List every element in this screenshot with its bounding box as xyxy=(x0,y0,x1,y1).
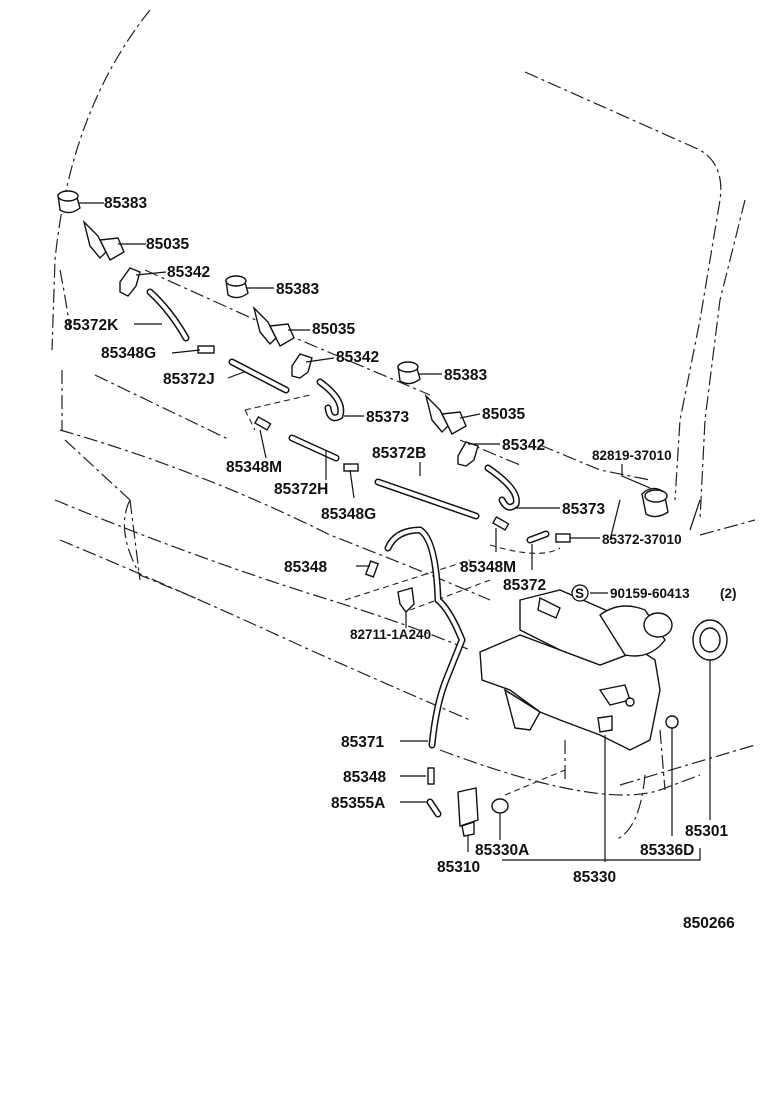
joints xyxy=(197,345,571,785)
label-85372H: 85372H xyxy=(274,481,328,498)
nozzle-cap-2 xyxy=(225,275,249,299)
label-85372: 85372 xyxy=(503,577,546,594)
clip-2 xyxy=(291,353,313,379)
label-85342-b: 85342 xyxy=(336,349,379,366)
label-85035-c: 85035 xyxy=(482,406,525,423)
label-85371: 85371 xyxy=(341,734,384,751)
label-85342-a: 85342 xyxy=(167,264,210,281)
label-85336D: 85336D xyxy=(640,842,694,859)
label-85348G-1: 85348G xyxy=(101,345,156,362)
label-85383-c: 85383 xyxy=(444,367,487,384)
leader-lines xyxy=(78,202,711,862)
label-85330: 85330 xyxy=(573,869,616,886)
label-82711-1A240: 82711-1A240 xyxy=(350,627,431,642)
tank-cap xyxy=(692,619,728,661)
standard-part-marker-icon xyxy=(571,584,589,602)
label-85348-b: 85348 xyxy=(343,769,386,786)
washer-nozzle-1 xyxy=(82,219,125,261)
label-85301: 85301 xyxy=(685,823,728,840)
label-90159-60413: 90159-60413 xyxy=(610,586,690,601)
label-85373-a: 85373 xyxy=(366,409,409,426)
label-90159-qty: (2) xyxy=(720,586,737,601)
washer-nozzle-3 xyxy=(424,393,467,435)
label-82819-37010: 82819-37010 xyxy=(592,448,672,463)
label-85330A: 85330A xyxy=(475,842,529,859)
label-85348M-2: 85348M xyxy=(460,559,516,576)
nozzle-cap-3 xyxy=(397,361,421,385)
label-85383-b: 85383 xyxy=(276,281,319,298)
clip-3 xyxy=(457,441,479,467)
diagram-id: 850266 xyxy=(683,915,735,932)
label-85372J: 85372J xyxy=(163,371,215,388)
label-85348G-2: 85348G xyxy=(321,506,376,523)
label-standard-marker: S xyxy=(575,586,584,601)
label-85342-c: 85342 xyxy=(502,437,545,454)
bracket xyxy=(397,587,415,614)
washer-tank xyxy=(479,589,673,751)
label-85372-37010: 85372-37010 xyxy=(602,532,682,547)
label-85355A: 85355A xyxy=(331,795,385,812)
label-85383-a: 85383 xyxy=(104,195,147,212)
label-85348-a: 85348 xyxy=(284,559,327,576)
clip-1 xyxy=(119,267,141,297)
pump-grommet xyxy=(491,798,509,814)
tank-grommet xyxy=(665,715,679,729)
label-85373-b: 85373 xyxy=(562,501,605,518)
washer-pump xyxy=(457,787,479,837)
washer-nozzle-2 xyxy=(252,305,295,347)
grommet xyxy=(641,487,669,518)
label-85372B: 85372B xyxy=(372,445,426,462)
body-outline xyxy=(51,9,756,841)
label-85372K: 85372K xyxy=(64,317,119,334)
hoses xyxy=(146,288,550,818)
label-85348M-1: 85348M xyxy=(226,459,282,476)
nozzle-cap-1 xyxy=(57,190,81,214)
label-85035-b: 85035 xyxy=(312,321,355,338)
part-labels: 85383 85035 85342 85383 85372K 85035 853… xyxy=(64,195,737,932)
label-85310: 85310 xyxy=(437,859,480,876)
label-85035-a: 85035 xyxy=(146,236,189,253)
